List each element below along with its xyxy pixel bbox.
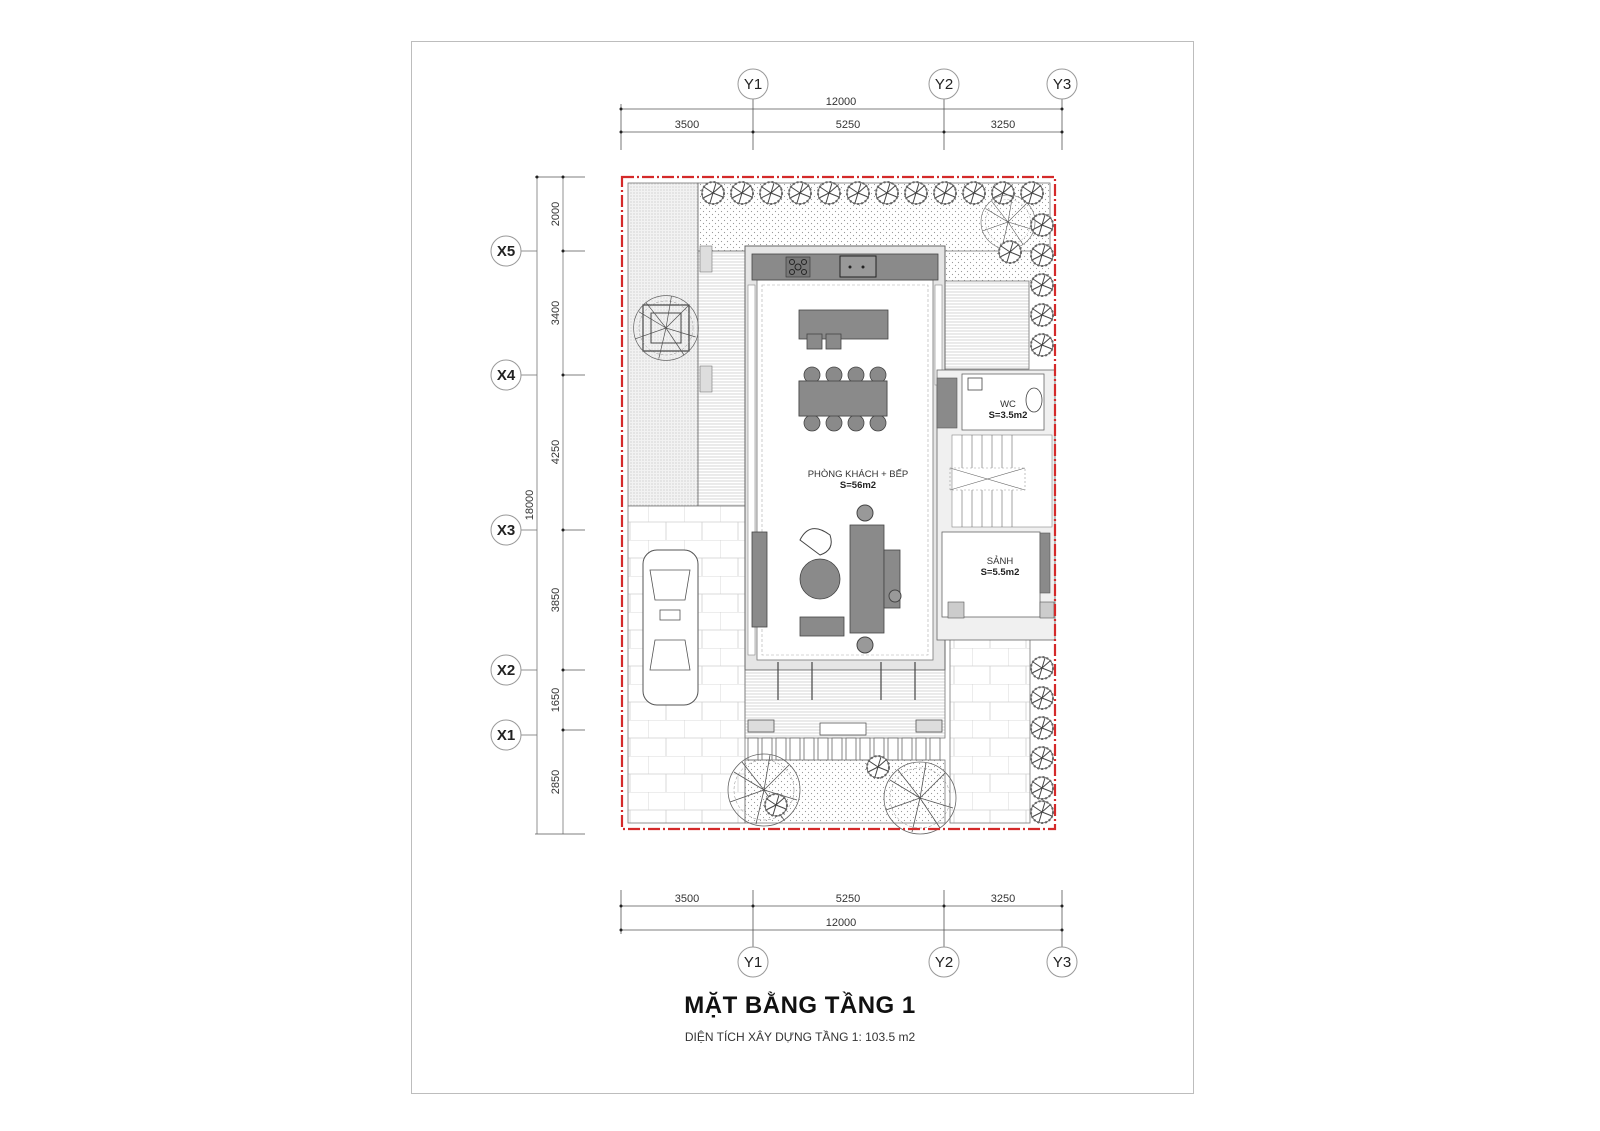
axis-label-x4: X4	[497, 367, 516, 384]
room-area-lobby: S=5.5m2	[981, 567, 1020, 578]
axis-label-y1: Y1	[744, 76, 762, 93]
axis-label-y3-bottom: Y3	[1053, 954, 1071, 971]
top-dimensions: 12000 3500 5250 3250	[619, 96, 1064, 150]
bottom-dimensions: 3500 5250 3250 12000	[619, 890, 1064, 947]
left-dim-seg-4: 3850	[550, 588, 562, 612]
bottom-dim-total: 12000	[826, 917, 857, 929]
room-name-wc: WC	[1000, 399, 1016, 410]
top-dim-total: 12000	[826, 96, 857, 108]
bottom-axis-markers: Y1 Y2 Y3	[737, 946, 1078, 978]
drawing-subtitle: DIỆN TÍCH XÂY DỰNG TẦNG 1: 103.5 m2	[684, 1030, 916, 1044]
left-dimensions: 18000 2000 3400 4250 3850 1650 2850	[524, 175, 585, 835]
top-dim-seg-2: 5250	[836, 119, 860, 131]
axis-label-x2: X2	[497, 662, 515, 679]
drawing-frame	[411, 41, 1194, 1094]
top-dim-seg-3: 3250	[991, 119, 1015, 131]
left-axis-markers: X5 X4 X3 X2 X1	[490, 235, 537, 751]
room-name-living-kitchen: PHÒNG KHÁCH + BẾP	[808, 469, 909, 480]
left-dim-seg-5: 1650	[550, 688, 562, 712]
left-dim-seg-6: 2850	[550, 770, 562, 794]
axis-label-x3: X3	[497, 522, 515, 539]
left-dim-seg-1: 2000	[550, 202, 562, 226]
bottom-dim-seg-1: 3500	[675, 893, 699, 905]
room-name-lobby: SẢNH	[987, 555, 1014, 567]
axis-label-y2-bottom: Y2	[935, 954, 953, 971]
left-dim-seg-2: 3400	[550, 301, 562, 325]
axis-label-y3: Y3	[1053, 76, 1071, 93]
top-dim-seg-1: 3500	[675, 119, 699, 131]
axis-label-y2: Y2	[935, 76, 953, 93]
axis-label-x5: X5	[497, 243, 515, 260]
room-area-living-kitchen: S=56m2	[840, 480, 876, 491]
room-labels: PHÒNG KHÁCH + BẾP S=56m2 WC S=3.5m2 SẢNH…	[808, 399, 1028, 578]
left-dim-total: 18000	[524, 490, 536, 521]
room-area-wc: S=3.5m2	[989, 410, 1028, 421]
top-axis-markers: Y1 Y2 Y3	[737, 68, 1078, 100]
site-plan	[620, 175, 1057, 835]
left-dim-seg-3: 4250	[550, 440, 562, 464]
axis-label-x1: X1	[497, 727, 515, 744]
bottom-dim-seg-3: 3250	[991, 893, 1015, 905]
bottom-dim-seg-2: 5250	[836, 893, 860, 905]
axis-label-y1-bottom: Y1	[744, 954, 762, 971]
drawing-title: MẶT BẰNG TẦNG 1	[684, 992, 916, 1019]
site-boundary	[620, 175, 1057, 831]
car-icon	[642, 549, 699, 706]
